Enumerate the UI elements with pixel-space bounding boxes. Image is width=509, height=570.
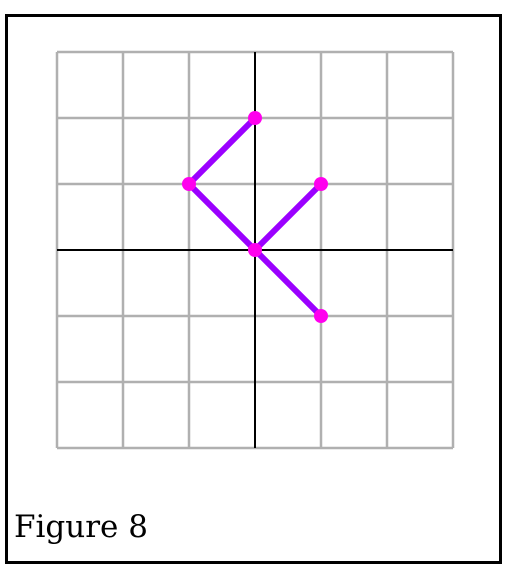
point bbox=[182, 177, 196, 191]
point bbox=[248, 111, 262, 125]
segment bbox=[186, 115, 258, 187]
points bbox=[182, 111, 328, 323]
figure-caption: Figure 8 bbox=[14, 509, 148, 545]
coordinate-grid-diagram bbox=[55, 50, 455, 450]
point bbox=[248, 243, 262, 257]
segment bbox=[186, 181, 258, 253]
figure-frame: Figure 8 bbox=[5, 14, 502, 564]
segment bbox=[252, 247, 324, 319]
point bbox=[314, 309, 328, 323]
segment bbox=[252, 181, 324, 253]
point bbox=[314, 177, 328, 191]
segments bbox=[186, 115, 324, 319]
